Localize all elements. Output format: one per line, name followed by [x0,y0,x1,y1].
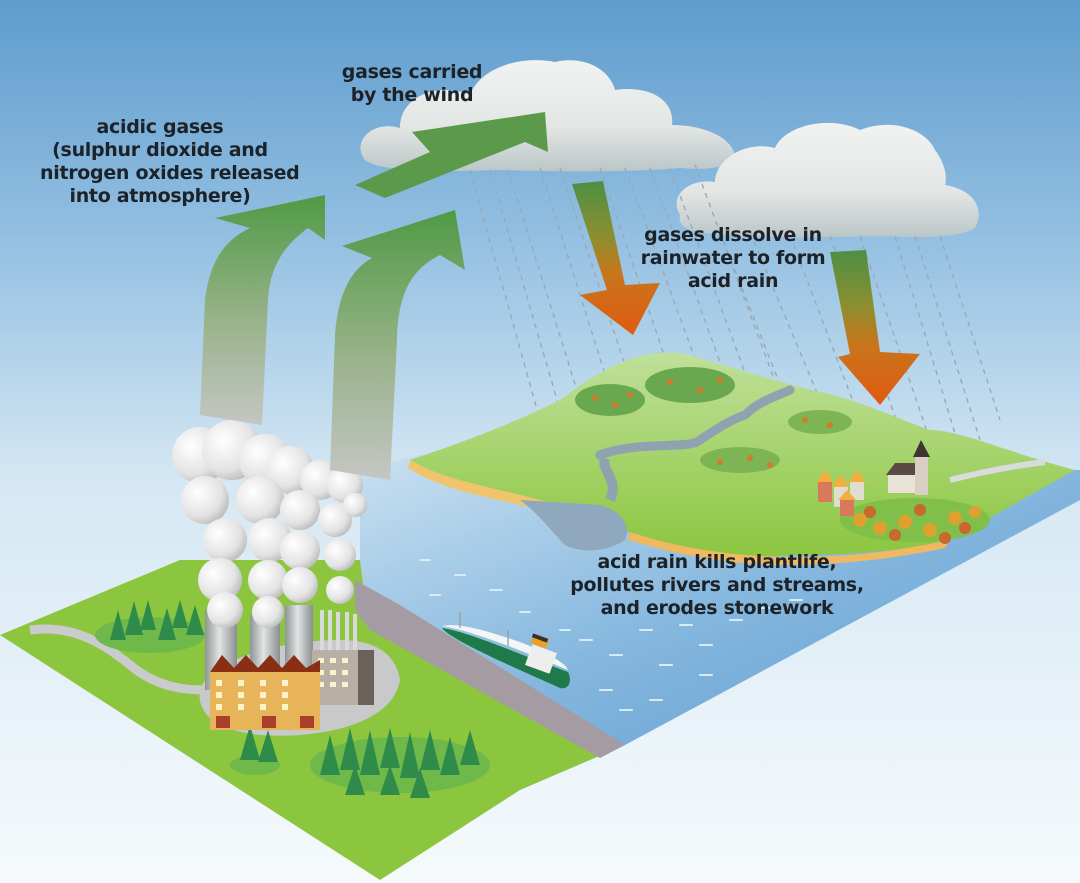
label-line: into atmosphere) [69,185,251,207]
rising-arrow-left [200,195,325,425]
cloud-right [676,122,979,238]
label-line: acid rain kills plantlife, [597,551,837,573]
label-line: gases dissolve in [644,224,822,246]
smoke-plumes [172,420,367,628]
road-village [949,459,1046,483]
acid-rain-arrow-left [572,181,660,335]
rising-arrow-right [330,210,465,480]
label-line: acid rain [687,270,779,292]
label-line: acidic gases [96,116,224,138]
label-line: by the wind [350,84,474,106]
forest-left [95,600,205,653]
label-gases-dissolve: gases dissolve in rainwater to form acid… [628,224,838,293]
water-ripples [419,559,803,711]
factory [210,650,374,730]
road-path [29,624,211,695]
shoreline-sand-right [628,532,950,565]
polluted-inlet [520,500,628,551]
forest-front [230,725,490,798]
village [816,440,990,544]
label-acid-rain-effects: acid rain kills plantlife, pollutes rive… [562,551,872,620]
label-line: nitrogen oxides released [40,162,300,184]
cargo-ship [442,612,570,689]
label-gases-carried-by-wind: gases carried by the wind [332,61,492,107]
village-houses [816,470,866,516]
label-line: rainwater to form [640,247,826,269]
forest-hilltop [575,367,852,473]
label-acidic-gases: acidic gases (sulphur dioxide and nitrog… [40,116,300,208]
road-dock [355,580,625,758]
wind-arrow [355,112,548,198]
acid-rain-arrow-right [830,250,920,405]
label-line: pollutes rivers and streams, [570,574,864,596]
label-line: and erodes stonework [600,597,834,619]
church [886,440,930,495]
river-mouth [599,456,618,503]
river [595,385,795,460]
label-line: (sulphur dioxide and [52,139,268,161]
label-line: gases carried [341,61,483,83]
